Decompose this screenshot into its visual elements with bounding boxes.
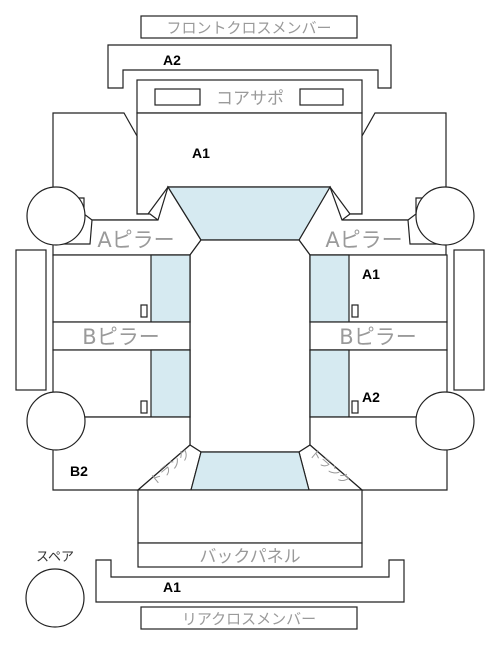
left-rear-door-glass[interactable] <box>150 349 191 418</box>
trunk-lid[interactable] <box>137 489 363 544</box>
rear-window[interactable] <box>190 451 310 491</box>
right-front-door-grade: A1 <box>362 266 380 282</box>
back-panel-label: バックパネル <box>199 547 300 567</box>
right-rear-door-glass[interactable] <box>309 349 350 418</box>
front-cross-member-grade: A2 <box>163 52 181 68</box>
right-b-pillar-label: Bピラー <box>339 325 416 349</box>
right-front-door-glass[interactable] <box>309 254 350 323</box>
left-rocker[interactable] <box>15 249 47 391</box>
right-front-wheel[interactable] <box>415 186 475 246</box>
left-b-pillar-label: Bピラー <box>82 325 159 349</box>
right-rocker[interactable] <box>453 249 485 391</box>
left-front-door-glass[interactable] <box>150 254 191 323</box>
spare-tire[interactable] <box>25 568 85 628</box>
left-rear-wheel[interactable] <box>26 391 86 451</box>
core-support-right-slot <box>299 88 344 106</box>
rear-cross-member-label-box[interactable] <box>140 606 358 630</box>
right-rear-door-handle[interactable] <box>351 400 359 414</box>
core-support-label: コアサポ <box>216 89 284 109</box>
left-b-pillar[interactable] <box>52 321 191 351</box>
right-front-door-handle[interactable] <box>351 304 359 318</box>
rear-cross-member-label: リアクロスメンバー <box>182 610 316 628</box>
spare-tire-label: スペア <box>36 550 74 565</box>
left-front-door-handle[interactable] <box>140 304 148 318</box>
right-rear-door-grade: A2 <box>362 389 380 405</box>
left-a-pillar-label: Aピラー <box>97 228 174 252</box>
back-panel[interactable] <box>137 542 363 568</box>
core-support-left-slot <box>154 88 201 106</box>
left-rear-door-handle[interactable] <box>140 400 148 414</box>
left-rear-quarter-grade: B2 <box>70 463 88 479</box>
front-cross-member[interactable] <box>107 44 392 89</box>
rear-cross-member[interactable] <box>95 559 405 603</box>
hood-grade: A1 <box>192 145 210 161</box>
roof[interactable] <box>189 239 311 453</box>
right-rear-wheel[interactable] <box>415 391 475 451</box>
right-a-pillar-label: Aピラー <box>325 228 402 252</box>
rear-cross-member-grade: A1 <box>163 579 181 595</box>
front-cross-member-label: フロントクロスメンバー <box>166 19 331 37</box>
left-front-wheel[interactable] <box>26 186 86 246</box>
front-cross-member-label-box[interactable] <box>140 15 358 39</box>
